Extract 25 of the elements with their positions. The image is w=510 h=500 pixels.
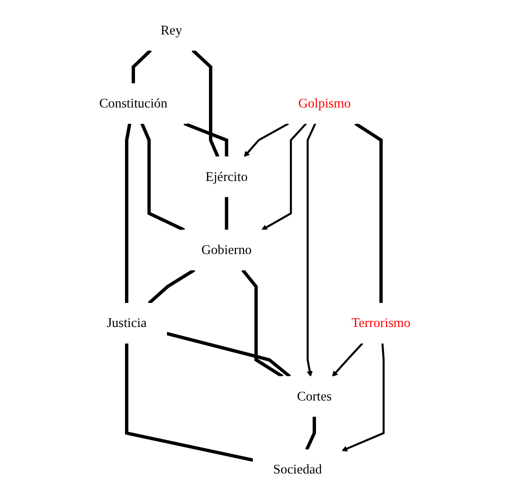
connector — [224, 196, 228, 230]
connector — [305, 416, 316, 450]
connector — [140, 122, 186, 232]
node-text: Sociedad — [273, 462, 322, 478]
node-text: Golpismo — [298, 96, 351, 111]
node-text: Rey — [160, 22, 182, 38]
connector — [132, 49, 152, 84]
arrow — [261, 122, 307, 230]
arrow — [306, 123, 316, 377]
connector — [125, 123, 132, 304]
node-text: Ejército — [206, 169, 248, 184]
arrow — [244, 122, 290, 158]
connector — [192, 49, 220, 158]
arrow — [332, 342, 364, 377]
node-text: Justicia — [106, 316, 147, 331]
connector — [184, 122, 228, 157]
connector — [148, 268, 196, 304]
node-text: Cortes — [297, 389, 332, 404]
connector — [125, 343, 254, 462]
connector — [354, 122, 383, 304]
connector — [241, 268, 284, 378]
node-text: Terrorismo — [352, 316, 411, 331]
arrow — [342, 343, 385, 452]
connector — [166, 332, 291, 378]
node-text: Constitución — [99, 96, 168, 111]
